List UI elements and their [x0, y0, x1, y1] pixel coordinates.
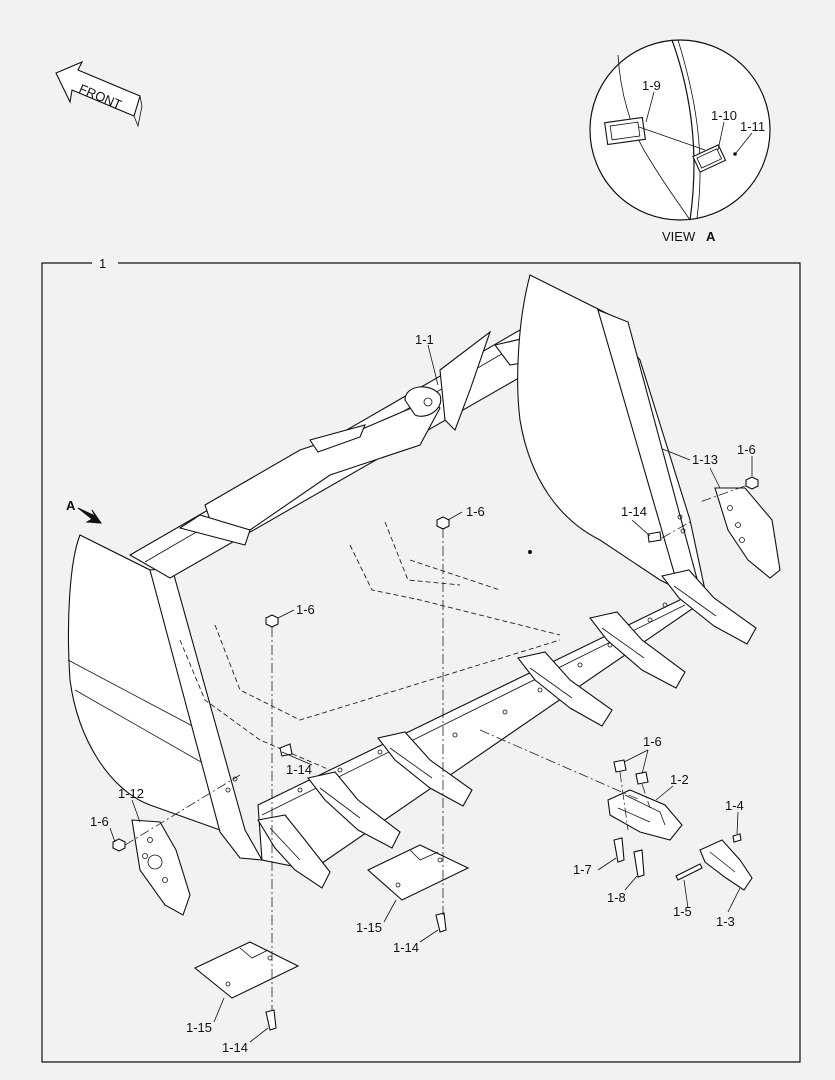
callout-1-6-right: 1-6 — [737, 442, 756, 457]
tooth-3 — [377, 731, 473, 807]
cutting-edge-holes — [297, 602, 668, 793]
side-cutter-right — [714, 487, 781, 579]
bucket-teeth — [257, 569, 757, 889]
callout-1-7: 1-7 — [573, 862, 592, 877]
tooth-5 — [589, 611, 686, 689]
front-arrow-icon: FRONT — [55, 60, 143, 128]
callout-1-9: 1-9 — [642, 78, 661, 93]
tooth-1 — [257, 814, 331, 889]
view-arrow-label: A — [66, 498, 76, 513]
callout-1-12: 1-12 — [118, 786, 144, 801]
callout-1-15-lower: 1-15 — [186, 1020, 212, 1035]
callout-1-15-upper: 1-15 — [356, 920, 382, 935]
callout-1-11: 1-11 — [740, 119, 765, 134]
callout-1-6-left: 1-6 — [296, 602, 315, 617]
leader-lines — [109, 344, 753, 1043]
tooth-2 — [307, 771, 401, 849]
bucket-body — [67, 274, 707, 871]
tooth-6 — [661, 569, 757, 645]
view-a-detail — [589, 39, 771, 221]
callout-1-8: 1-8 — [607, 890, 626, 905]
callout-1-5: 1-5 — [673, 904, 692, 919]
callout-1-14-left: 1-14 — [286, 762, 312, 777]
tooth-4 — [517, 651, 613, 727]
callout-1-1: 1-1 — [415, 332, 434, 347]
exploded-adapter — [607, 789, 683, 841]
nuts-bolts — [112, 476, 759, 852]
view-arrow-icon — [77, 507, 103, 524]
callout-1-10: 1-10 — [711, 108, 737, 123]
frame-label: 1 — [99, 256, 106, 271]
pins-bolts — [613, 759, 742, 881]
wear-plate-2 — [193, 941, 300, 1031]
callout-1-14-right: 1-14 — [621, 504, 647, 519]
assembly-center-lines — [124, 485, 746, 1010]
callout-1-3: 1-3 — [716, 914, 735, 929]
callout-1-2: 1-2 — [670, 772, 689, 787]
view-caption: VIEW — [662, 229, 696, 244]
callout-1-6-center: 1-6 — [466, 504, 485, 519]
callout-1-6-adapter: 1-6 — [643, 734, 662, 749]
callout-1-14-lower: 1-14 — [222, 1040, 248, 1055]
callout-1-14-upper: 1-14 — [393, 940, 419, 955]
side-cutter-left — [131, 819, 191, 916]
assembly-frame — [41, 262, 801, 1063]
callout-1-13: 1-13 — [692, 452, 718, 467]
view-caption-letter: A — [706, 229, 716, 244]
callout-1-4: 1-4 — [725, 798, 744, 813]
callout-1-6-side: 1-6 — [90, 814, 109, 829]
exploded-tip — [699, 839, 753, 891]
wear-plate-1 — [367, 844, 470, 933]
